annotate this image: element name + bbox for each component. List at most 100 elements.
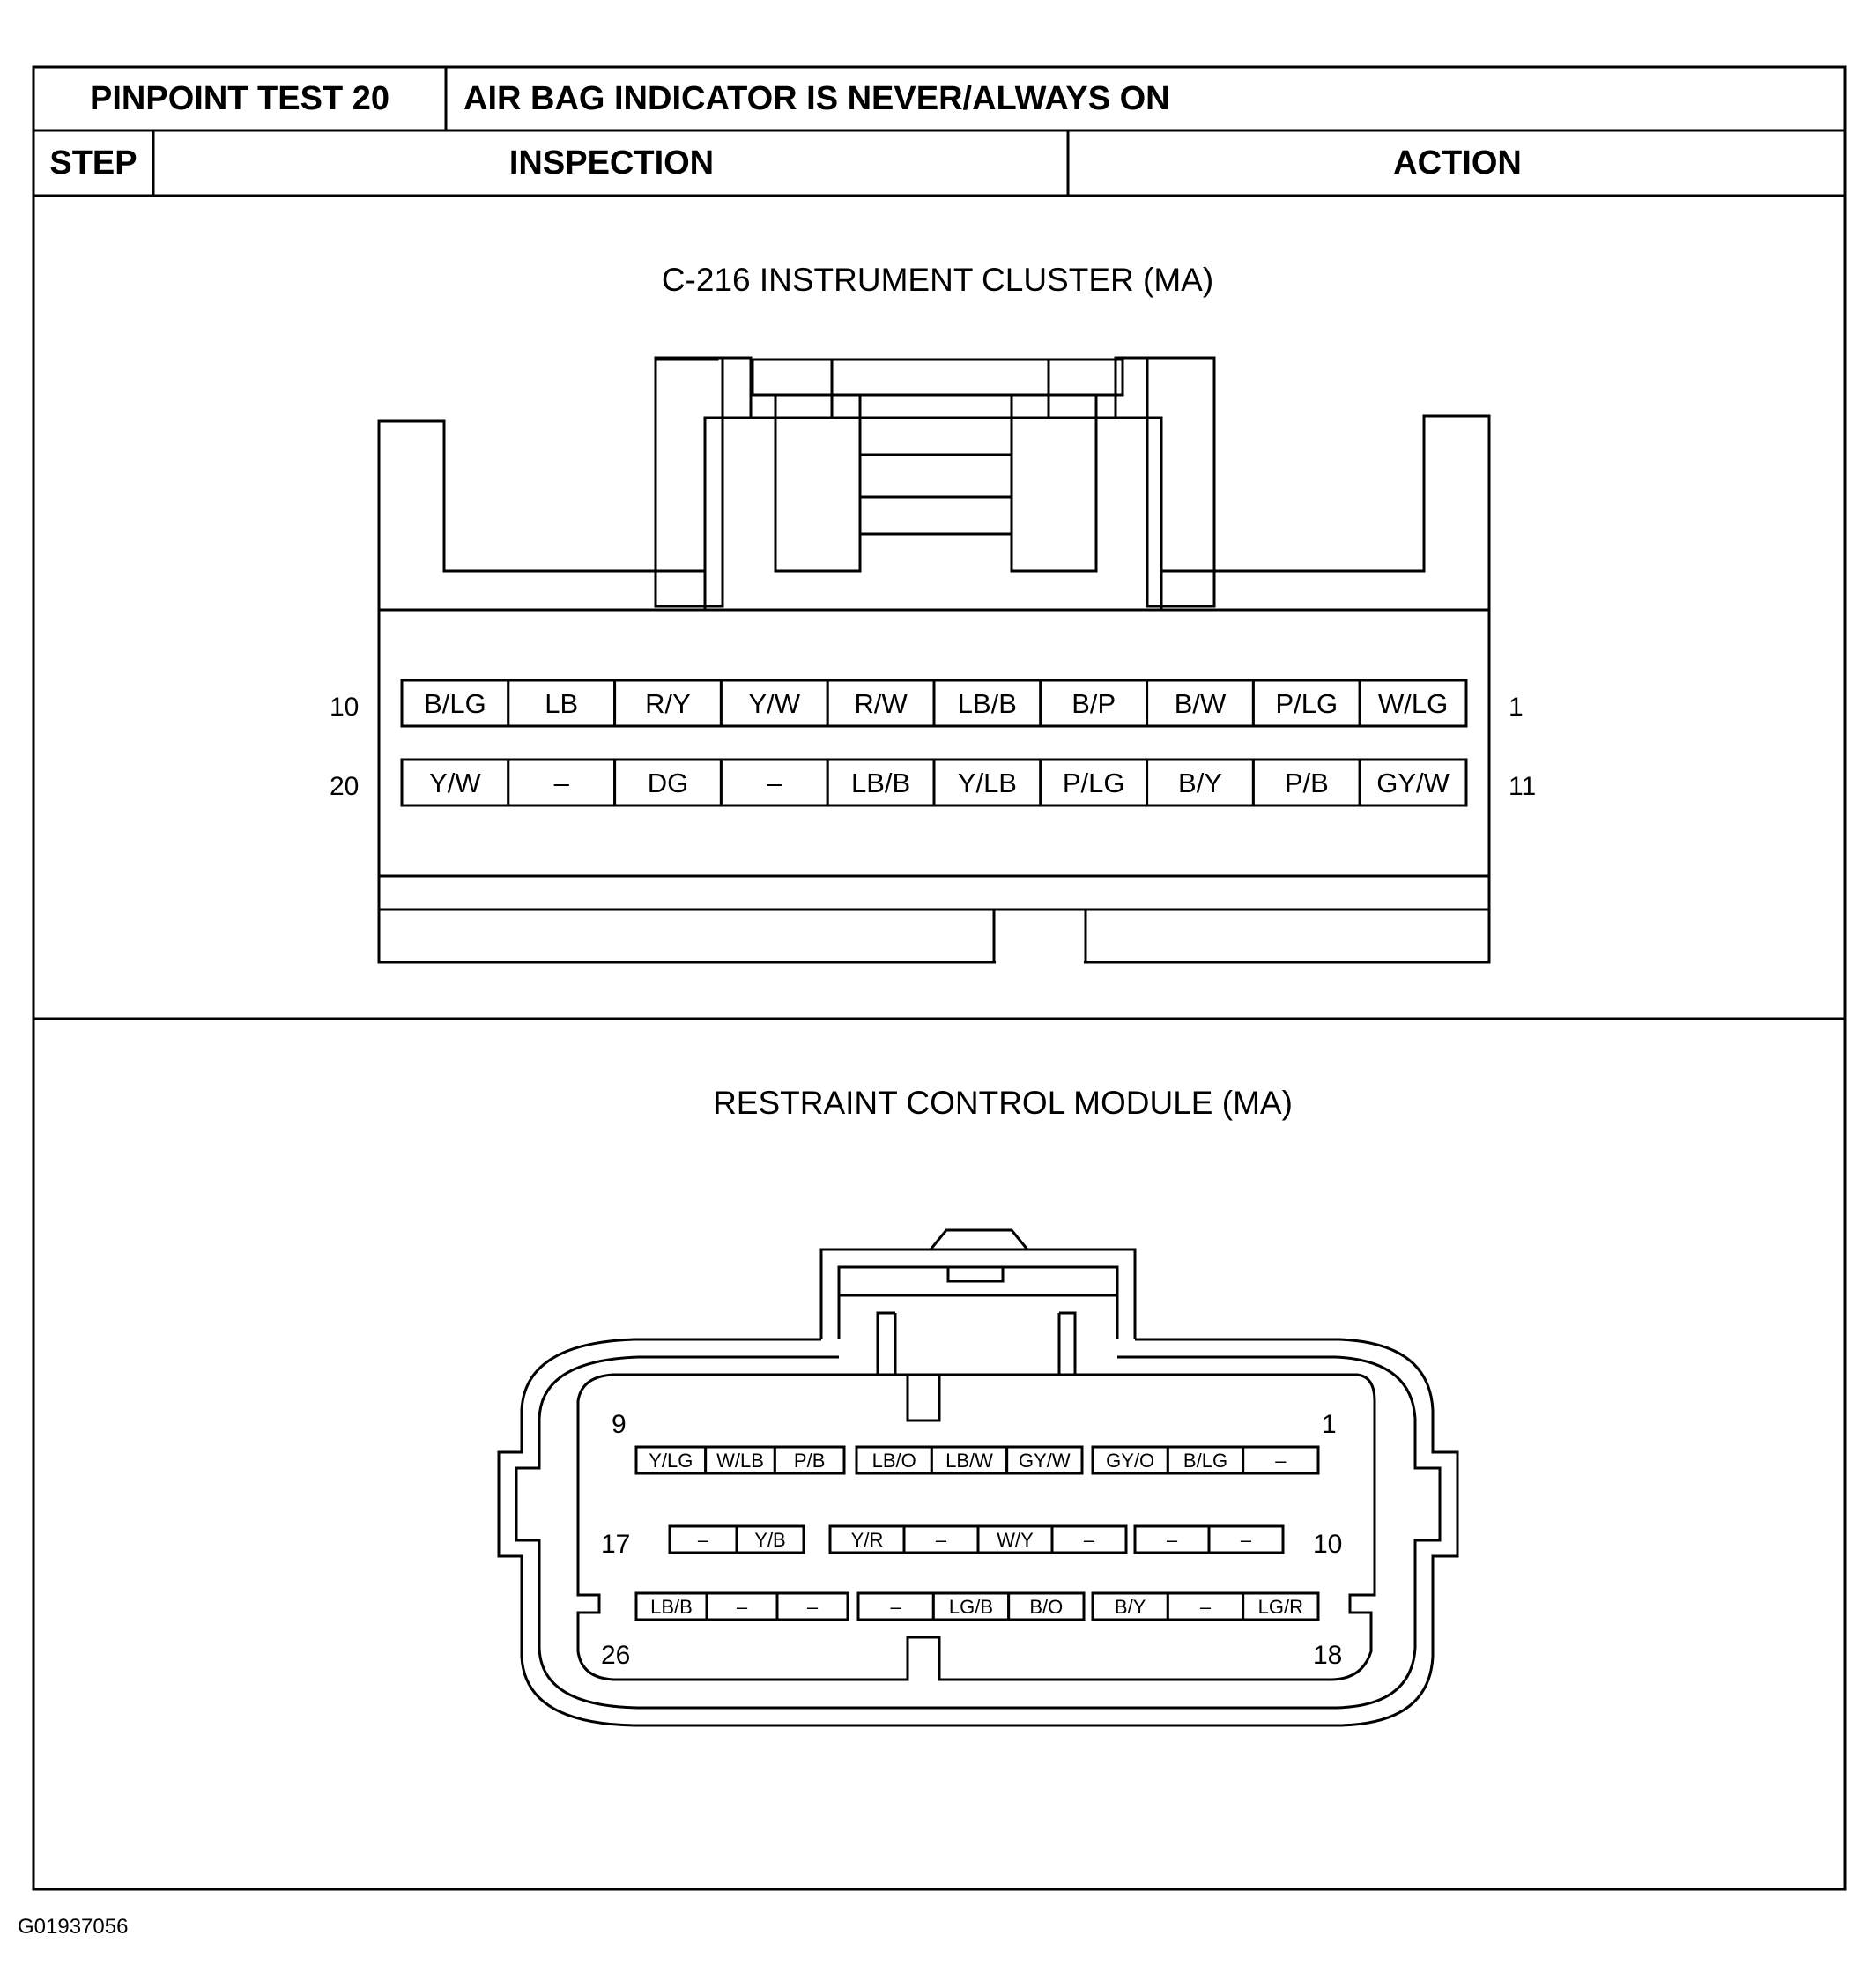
rcm-pin-3-cavity: [1091, 1445, 1169, 1475]
cluster-pin-1: W/LG: [1378, 688, 1448, 719]
rcm-pin-23: –: [891, 1596, 902, 1618]
rcm-pin-row-3: LB/B – – – LG/B B/O B/Y – LG/R: [634, 1591, 1320, 1621]
rcm-pin-24: –: [807, 1596, 819, 1618]
rcm-pin-19: –: [1200, 1596, 1212, 1618]
rcm-pin-1-cavity: [1242, 1445, 1320, 1475]
rcm-pin-8-cavity: [704, 1445, 776, 1475]
cluster-pin-20: Y/W: [429, 768, 481, 798]
rcm-pin-16-cavity: [735, 1524, 805, 1554]
rcm-pin-2-cavity: [1166, 1445, 1245, 1475]
cluster-pin-3-cavity: [1146, 679, 1255, 728]
cluster-pin-16: LB/B: [851, 768, 910, 798]
cluster-pin-label-20: 20: [330, 772, 359, 801]
rcm-pin-25: –: [737, 1596, 748, 1618]
rcm-title: RESTRAINT CONTROL MODULE (MA): [713, 1085, 1293, 1121]
rcm-pin-7-cavity: [773, 1445, 846, 1475]
rcm-pin-1: –: [1275, 1450, 1287, 1472]
rcm-pin-7: P/B: [794, 1450, 825, 1472]
rcm-pin-21-cavity: [1007, 1591, 1086, 1621]
cluster-pin-11: GY/W: [1376, 768, 1450, 798]
rcm-pin-18: LG/R: [1258, 1596, 1303, 1618]
rcm-pin-12: –: [1084, 1529, 1095, 1551]
cluster-pin-row-2: Y/W – DG – LB/B Y/LB P/LG B/Y P/B GY/W: [400, 758, 1468, 807]
column-action: ACTION: [1393, 145, 1522, 182]
cluster-pin-7-cavity: [719, 679, 829, 728]
rcm-pin-label-26: 26: [601, 1641, 630, 1670]
cluster-pin-3: B/W: [1175, 688, 1227, 719]
test-title: AIR BAG INDICATOR IS NEVER/ALWAYS ON: [463, 80, 1170, 117]
rcm-pin-label-9: 9: [612, 1410, 627, 1439]
cluster-pin-6-cavity: [826, 679, 936, 728]
rcm-pin-21: B/O: [1029, 1596, 1063, 1618]
rcm-pin-9: Y/LG: [649, 1450, 693, 1472]
rcm-pin-5-cavity: [930, 1445, 1009, 1475]
cluster-pin-label-10: 10: [330, 693, 359, 722]
cluster-pin-label-11: 11: [1509, 772, 1536, 801]
rcm-pin-6: LB/O: [872, 1450, 916, 1472]
rcm-pin-13: W/Y: [997, 1529, 1034, 1551]
rcm-pin-24-cavity: [775, 1591, 849, 1621]
cluster-pin-15: Y/LB: [958, 768, 1017, 798]
cluster-pin-8-cavity: [613, 679, 723, 728]
rcm-pin-20-cavity: [1091, 1591, 1169, 1621]
rcm-pin-4-cavity: [1005, 1445, 1084, 1475]
cluster-pin-19: –: [554, 768, 570, 798]
cluster-pin-4: B/P: [1071, 688, 1116, 719]
rcm-pin-label-17: 17: [601, 1530, 630, 1559]
figure-id: G01937056: [18, 1915, 128, 1939]
rcm-pin-26: LB/B: [650, 1596, 693, 1618]
rcm-pin-label-10: 10: [1313, 1530, 1342, 1559]
rcm-pin-15: Y/R: [851, 1529, 884, 1551]
cluster-pin-10: B/LG: [424, 688, 486, 719]
rcm-pin-22: LG/B: [949, 1596, 993, 1618]
column-step: STEP: [49, 145, 137, 182]
cluster-pin-2: P/LG: [1275, 688, 1338, 719]
cluster-pin-11-cavity: [1358, 758, 1468, 807]
rcm-pin-20: B/Y: [1115, 1596, 1146, 1618]
cluster-pin-9-cavity: [507, 679, 617, 728]
rcm-pin-19-cavity: [1166, 1591, 1245, 1621]
cluster-pin-18: DG: [648, 768, 689, 798]
cluster-pin-9: LB: [545, 688, 578, 719]
cluster-pin-4-cavity: [1039, 679, 1149, 728]
cluster-pin-14: P/LG: [1063, 768, 1125, 798]
cluster-pin-17-cavity: [719, 758, 829, 807]
rcm-pin-label-18: 18: [1313, 1641, 1342, 1670]
rcm-pin-14: –: [936, 1529, 947, 1551]
rcm-pin-18-cavity: [1242, 1591, 1320, 1621]
rcm-pin-row-1: Y/LG W/LB P/B LB/O LB/W GY/W GY/O B/LG –: [634, 1445, 1320, 1475]
rcm-pin-4: GY/W: [1019, 1450, 1071, 1472]
cluster-pin-7: Y/W: [749, 688, 801, 719]
cluster-pin-12: P/B: [1285, 768, 1329, 798]
rcm-pin-14-cavity: [902, 1524, 980, 1554]
column-inspection: INSPECTION: [509, 145, 714, 182]
rcm-pin-8: W/LB: [716, 1450, 764, 1472]
rcm-pin-label-1: 1: [1322, 1410, 1337, 1439]
rcm-pin-11: –: [1167, 1529, 1178, 1551]
cluster-pin-10-cavity: [400, 679, 510, 728]
rcm-pin-22-cavity: [931, 1591, 1011, 1621]
test-label: PINPOINT TEST 20: [90, 80, 389, 117]
cluster-connector-housing: [377, 356, 1491, 964]
rcm-pin-23-cavity: [856, 1591, 935, 1621]
cluster-pin-13: B/Y: [1178, 768, 1222, 798]
table-frame: [32, 65, 1847, 1891]
rcm-pin-3: GY/O: [1106, 1450, 1154, 1472]
rcm-pin-17-cavity: [668, 1524, 738, 1554]
cluster-bottom-key-gap: [996, 934, 1084, 964]
cluster-pin-5: LB/B: [958, 688, 1017, 719]
rcm-pin-5: LB/W: [945, 1450, 993, 1472]
cluster-pin-16-cavity: [826, 758, 936, 807]
cluster-pin-1-cavity: [1358, 679, 1468, 728]
rcm-connector-housing: [497, 1228, 1459, 1727]
cluster-pin-8: R/Y: [645, 688, 691, 719]
cluster-pin-17: –: [767, 768, 782, 798]
cluster-pin-label-1: 1: [1509, 693, 1524, 722]
cluster-pin-15-cavity: [932, 758, 1042, 807]
rcm-pin-16: Y/B: [754, 1529, 785, 1551]
rcm-pin-2: B/LG: [1183, 1450, 1227, 1472]
cluster-title: C-216 INSTRUMENT CLUSTER (MA): [662, 262, 1213, 298]
